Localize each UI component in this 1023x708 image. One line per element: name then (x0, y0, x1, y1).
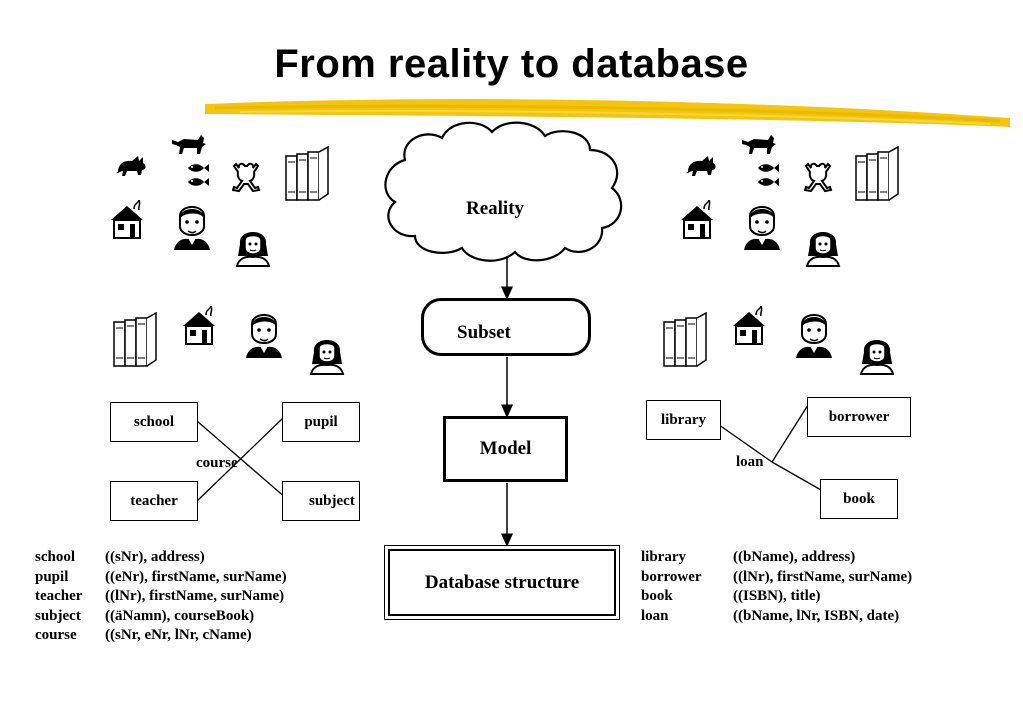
cat-icon (116, 156, 146, 176)
man-icon (795, 314, 833, 359)
woman-icon (806, 231, 840, 267)
schema-table-name: borrower (641, 568, 702, 585)
schema-attrs: ((bName), address) (733, 549, 856, 565)
entity-subject: subject (282, 481, 360, 521)
schema-row: library ((bName), address) (641, 548, 912, 568)
schema-attrs: ((sNr, eNr, lNr, cName) (105, 627, 252, 643)
schema-attrs: ((eNr), firstName, surName) (105, 568, 287, 585)
fish-icon (758, 178, 779, 186)
entity-borrower: borrower (807, 397, 911, 437)
schema-attrs: ((ISBN), title) (733, 588, 821, 604)
fish-icon (758, 164, 779, 172)
cat-icon (686, 156, 716, 176)
man-icon (743, 206, 781, 251)
subset-node: Subset (421, 298, 591, 356)
fish-icon (188, 178, 209, 186)
subset-label: Subset (457, 322, 511, 343)
woman-icon (310, 339, 344, 375)
schema-row: teacher ((lNr), firstName, surName) (35, 587, 287, 607)
database-node: Database structure (384, 545, 620, 620)
house-icon (182, 306, 216, 345)
man-icon (245, 314, 283, 359)
fish-icon (188, 164, 209, 172)
schema-attrs: ((sNr), address) (105, 549, 205, 565)
schema-table-name: pupil (35, 568, 69, 585)
schema-row: school ((sNr), address) (35, 548, 287, 568)
schema-row: borrower ((lNr), firstName, surName) (641, 568, 912, 588)
dog-icon (172, 135, 206, 154)
model-label: Model (479, 438, 532, 459)
house-icon (680, 200, 714, 239)
entity-book: book (820, 479, 898, 519)
schema-attrs: ((lNr), firstName, surName) (733, 568, 913, 585)
slide-title: From reality to database (274, 42, 749, 86)
relationship-loan: loan (736, 454, 764, 470)
schema-table-name: book (641, 588, 673, 604)
frog-icon (804, 162, 832, 192)
books-icon (113, 312, 157, 367)
relationship-course: course (196, 455, 238, 471)
left-schema: school ((sNr), address) pupil ((eNr), firs… (35, 548, 287, 646)
schema-row: course ((sNr, eNr, lNr, cName) (35, 626, 287, 646)
schema-row: book ((ISBN), title) (641, 587, 912, 607)
schema-table-name: teacher (35, 588, 83, 604)
schema-row: pupil ((eNr), firstName, surName) (35, 568, 287, 588)
reality-cloud (384, 121, 623, 262)
database-label: Database structure (424, 571, 580, 593)
right-schema: library ((bName), address) borrower ((lNr)… (641, 548, 912, 626)
dog-icon (742, 135, 776, 154)
woman-icon (860, 339, 894, 375)
schema-table-name: loan (641, 607, 669, 624)
entity-teacher: teacher (110, 481, 198, 521)
books-icon (855, 146, 899, 201)
reality-label: Reality (466, 198, 525, 219)
woman-icon (236, 231, 270, 267)
schema-attrs: ((äNamn), courseBook) (105, 607, 255, 624)
schema-table-name: school (35, 549, 76, 565)
entity-library: library (646, 400, 721, 440)
man-icon (173, 206, 211, 251)
house-icon (110, 200, 144, 239)
books-icon (285, 146, 329, 201)
house-icon (732, 306, 766, 345)
schema-table-name: subject (35, 607, 81, 624)
schema-row: loan ((bName, lNr, ISBN, date) (641, 607, 912, 627)
entity-pupil: pupil (282, 402, 360, 442)
model-node: Model (443, 416, 568, 482)
schema-attrs: ((bName, lNr, ISBN, date) (733, 607, 900, 624)
schema-table-name: course (35, 627, 77, 643)
schema-table-name: library (641, 549, 686, 565)
schema-attrs: ((lNr), firstName, surName) (105, 588, 285, 604)
frog-icon (232, 162, 260, 192)
entity-school: school (110, 402, 198, 442)
books-icon (663, 312, 707, 367)
schema-row: subject ((äNamn), courseBook) (35, 607, 287, 627)
